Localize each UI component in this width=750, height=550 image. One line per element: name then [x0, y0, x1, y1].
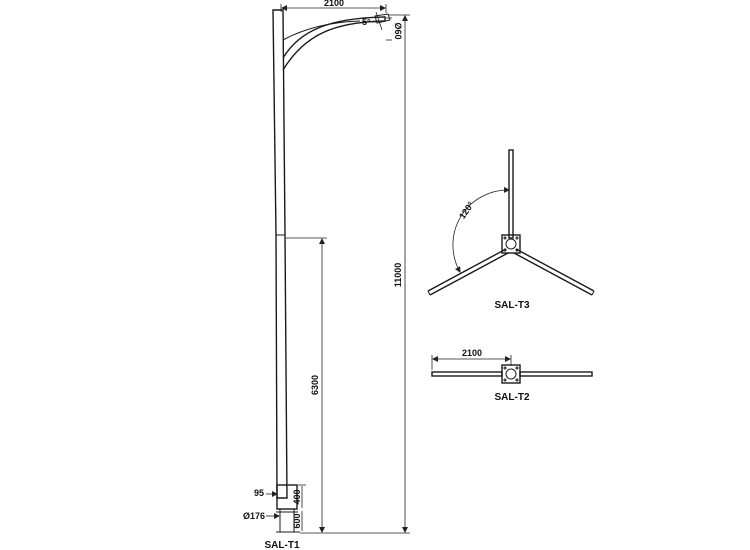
spigot-label: Ø60	[393, 22, 403, 39]
arm-left	[431, 371, 503, 377]
hub-plate-t2	[501, 364, 521, 384]
foundation-depth-label: 600	[292, 513, 302, 528]
base-plate-height-label: 400	[292, 489, 302, 504]
tilt-angle-label: 5°	[362, 17, 371, 27]
arm-north	[508, 149, 514, 239]
upper-section-dimension: 6300	[286, 237, 327, 533]
total-height-label: 11000	[393, 263, 403, 288]
sal-t3-caption: SAL-T3	[495, 300, 530, 311]
t2-arm-length-label: 2100	[462, 348, 482, 358]
arm-length-label: 2100	[324, 0, 344, 8]
upper-section-label: 6300	[310, 375, 320, 395]
double-arm-plan: 2100	[431, 348, 593, 384]
lamp-head	[374, 13, 391, 24]
spigot-dimension: Ø60	[386, 17, 403, 41]
base-plate	[276, 484, 298, 510]
pole-elevation	[272, 9, 391, 533]
arm-right	[519, 371, 593, 377]
tilt-angle-dimension: 5°	[362, 11, 383, 31]
angle-arc	[452, 186, 510, 273]
triple-arm-plan: 120°	[427, 149, 595, 296]
pole-shaft	[272, 9, 288, 499]
base-dimensions: 95 Ø176 400 600	[243, 484, 306, 531]
base-diameter-label: Ø176	[243, 511, 265, 521]
total-height-dimension: 11000	[300, 14, 410, 534]
base-plate-width-label: 95	[254, 488, 264, 498]
arm-length-dimension: 2100	[280, 0, 387, 13]
sal-t2-caption: SAL-T2	[495, 392, 530, 403]
sal-t1-caption: SAL-T1	[265, 540, 300, 550]
